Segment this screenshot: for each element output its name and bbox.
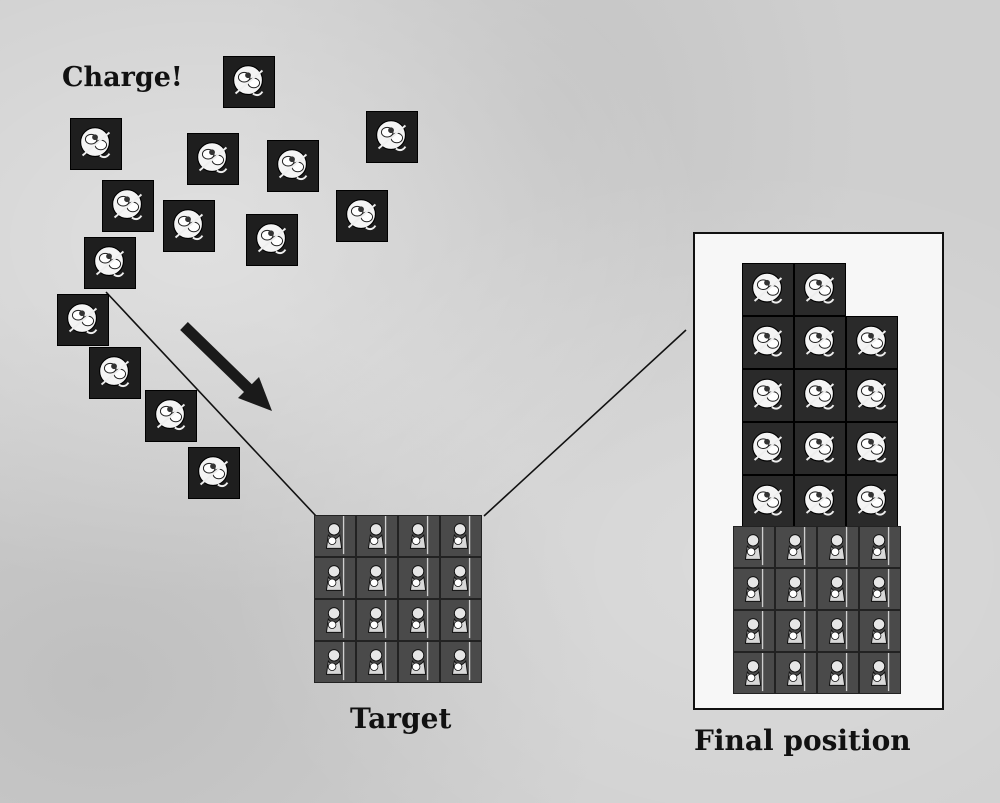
target-label: Target xyxy=(350,702,452,735)
spearman-icon xyxy=(775,652,817,694)
right-connector-line xyxy=(483,329,687,517)
spearman-icon xyxy=(356,599,398,641)
cavalry-rider-icon xyxy=(145,390,197,442)
cavalry-rider-icon xyxy=(187,133,239,185)
charge-direction-arrow-icon xyxy=(180,322,272,411)
cavalry-rider-icon xyxy=(846,422,898,475)
spearman-icon xyxy=(440,557,482,599)
spearman-icon xyxy=(398,599,440,641)
spearman-icon xyxy=(440,515,482,557)
spearman-icon xyxy=(356,557,398,599)
cavalry-rider-icon xyxy=(846,316,898,369)
cavalry-rider-icon xyxy=(794,475,846,528)
spearman-icon xyxy=(775,568,817,610)
cavalry-rider-icon xyxy=(794,263,846,316)
spearman-icon xyxy=(314,641,356,683)
final-cavalry-formation xyxy=(742,263,898,528)
spearman-icon xyxy=(733,652,775,694)
cavalry-rider-icon xyxy=(366,111,418,163)
spearman-icon xyxy=(356,641,398,683)
cavalry-rider-icon xyxy=(336,190,388,242)
cavalry-rider-icon xyxy=(742,475,794,528)
spearman-icon xyxy=(859,568,901,610)
spearman-icon xyxy=(859,610,901,652)
spearman-icon xyxy=(356,515,398,557)
cavalry-rider-icon xyxy=(794,369,846,422)
cavalry-rider-icon xyxy=(70,118,122,170)
spearman-icon xyxy=(398,641,440,683)
cavalry-rider-icon xyxy=(846,369,898,422)
spearman-icon xyxy=(440,599,482,641)
cavalry-rider-icon xyxy=(163,200,215,252)
cavalry-rider-icon xyxy=(742,263,794,316)
spearman-icon xyxy=(733,526,775,568)
spearman-icon xyxy=(817,526,859,568)
cavalry-rider-icon xyxy=(84,237,136,289)
cavalry-rider-icon xyxy=(742,422,794,475)
cavalry-rider-icon xyxy=(742,369,794,422)
cavalry-rider-icon xyxy=(246,214,298,266)
spearman-icon xyxy=(398,557,440,599)
spearman-icon xyxy=(817,652,859,694)
cavalry-rider-icon xyxy=(846,475,898,528)
cavalry-rider-icon xyxy=(188,447,240,499)
spearman-icon xyxy=(314,515,356,557)
cavalry-rider-icon xyxy=(57,294,109,346)
final-infantry-formation xyxy=(733,526,901,694)
target-infantry-unit xyxy=(314,515,482,683)
final-position-label: Final position xyxy=(694,724,911,757)
cavalry-rider-icon xyxy=(742,316,794,369)
spearman-icon xyxy=(314,599,356,641)
cavalry-rider-icon xyxy=(89,347,141,399)
cavalry-rider-icon xyxy=(794,422,846,475)
spearman-icon xyxy=(733,568,775,610)
spearman-icon xyxy=(314,557,356,599)
spearman-icon xyxy=(775,610,817,652)
cavalry-rider-icon xyxy=(267,140,319,192)
spearman-icon xyxy=(817,610,859,652)
spearman-icon xyxy=(733,610,775,652)
spearman-icon xyxy=(859,526,901,568)
spearman-icon xyxy=(775,526,817,568)
empty-slot xyxy=(846,263,898,316)
spearman-icon xyxy=(440,641,482,683)
spearman-icon xyxy=(398,515,440,557)
cavalry-rider-icon xyxy=(794,316,846,369)
spearman-icon xyxy=(817,568,859,610)
cavalry-rider-icon xyxy=(102,180,154,232)
charge-title: Charge! xyxy=(62,62,183,93)
spearman-icon xyxy=(859,652,901,694)
cavalry-rider-icon xyxy=(223,56,275,108)
